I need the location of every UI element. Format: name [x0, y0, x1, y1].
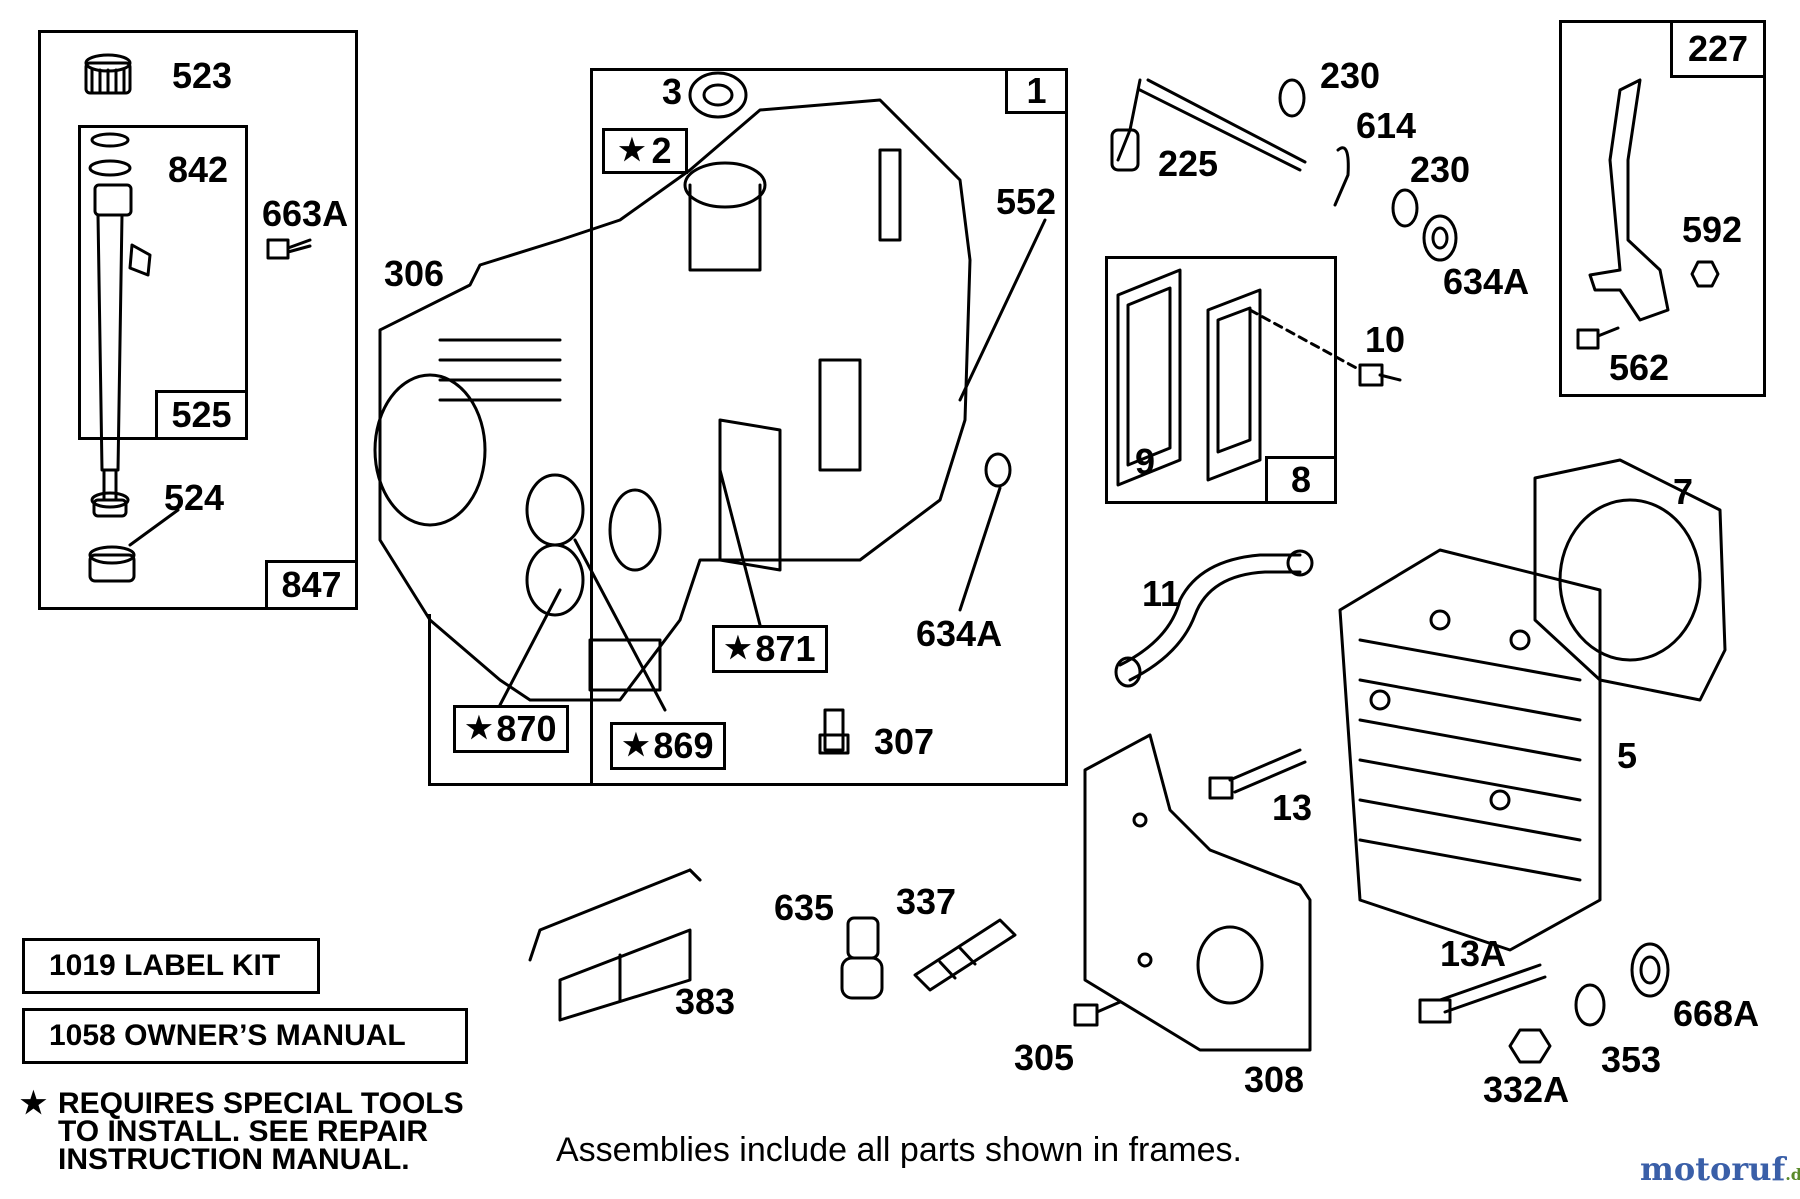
star-icon: ★ — [465, 712, 493, 745]
washer-230b — [1391, 188, 1419, 228]
star-icon: ★ — [622, 729, 650, 762]
label-225: 225 — [1158, 143, 1219, 184]
frame-1 — [590, 68, 1068, 786]
label-230-b: 230 — [1410, 149, 1471, 190]
label-524: 524 — [164, 477, 225, 518]
label-307: 307 — [874, 721, 935, 762]
label-3: 3 — [662, 71, 683, 112]
label-230-a: 230 — [1320, 55, 1381, 96]
washer-230a — [1278, 78, 1306, 118]
frame-847 — [38, 30, 358, 610]
star-icon: ★ — [724, 632, 752, 665]
head-gasket-7 — [1533, 458, 1727, 702]
washer-634A-b — [1422, 214, 1458, 262]
frame-227 — [1559, 20, 1766, 397]
requires-note-line1: REQUIRES SPECIAL TOOLS — [58, 1087, 464, 1120]
watermark-suffix: .de — [1785, 1165, 1800, 1184]
label-634A-b: 634A — [1443, 261, 1530, 302]
nut-332A — [1508, 1028, 1552, 1064]
label-13: 13 — [1272, 787, 1313, 828]
stud-13A — [1418, 963, 1547, 1024]
plug-524 — [88, 508, 180, 583]
bolt-307 — [818, 708, 850, 755]
governor-shaft-225 — [1110, 78, 1307, 172]
label-337: 337 — [896, 881, 957, 922]
star-icon: ★ — [618, 134, 646, 167]
label-842: 842 — [168, 149, 229, 190]
requires-note-line3: INSTRUCTION MANUAL. — [58, 1143, 410, 1176]
assemblies-caption: Assemblies include all parts shown in fr… — [556, 1131, 1242, 1169]
label-7: 7 — [1673, 471, 1694, 512]
label-306: 306 — [384, 253, 445, 294]
label-663A: 663A — [262, 193, 349, 234]
bolt-13 — [1208, 748, 1307, 800]
tag-871: ★871 — [712, 625, 828, 673]
tag-870: ★870 — [453, 705, 569, 753]
washer-353 — [1574, 983, 1606, 1027]
label-10: 10 — [1365, 319, 1406, 360]
label-9: 9 — [1135, 441, 1156, 482]
owners-manual-box: 1058 OWNER’S MANUAL — [22, 1008, 468, 1064]
tag-869: ★869 — [610, 722, 726, 770]
label-13A: 13A — [1440, 933, 1507, 974]
dipstick-cap-523 — [84, 53, 132, 95]
tag-847: 847 — [265, 560, 358, 610]
label-308: 308 — [1244, 1059, 1305, 1100]
label-kit-text: 1019 LABEL KIT — [49, 949, 281, 982]
washer-634A — [984, 452, 1012, 488]
label-552: 552 — [996, 181, 1057, 222]
owners-manual-text: 1058 OWNER’S MANUAL — [49, 1019, 406, 1052]
label-305: 305 — [1014, 1037, 1075, 1078]
label-kit-box: 1019 LABEL KIT — [22, 938, 320, 994]
requires-note: ★ REQUIRES SPECIAL TOOLS TO INSTALL. SEE… — [20, 1087, 464, 1176]
tag-869-label: 869 — [653, 725, 714, 766]
cylinder-head-5 — [1338, 548, 1602, 952]
label-668A: 668A — [1673, 993, 1760, 1034]
label-5: 5 — [1617, 735, 1638, 776]
breather-tube-11 — [1118, 553, 1302, 667]
tag-1: 1 — [1005, 68, 1068, 114]
tag-2: ★2 — [602, 128, 688, 174]
clip-614 — [1333, 146, 1350, 207]
tag-227: 227 — [1670, 20, 1766, 78]
label-614: 614 — [1356, 105, 1417, 146]
screw-305 — [1073, 1000, 1122, 1027]
tool-383 — [528, 868, 702, 1022]
label-353: 353 — [1601, 1039, 1662, 1080]
label-383: 383 — [675, 981, 736, 1022]
watermark-brand: motoruf — [1640, 1150, 1786, 1188]
tag-525: 525 — [155, 390, 248, 440]
label-332A: 332A — [1483, 1069, 1570, 1110]
tag-870-label: 870 — [496, 708, 557, 749]
star-icon: ★ — [20, 1087, 47, 1120]
tag-8: 8 — [1265, 456, 1337, 504]
fitting-635 — [840, 916, 884, 1000]
governor-link-227 — [1576, 78, 1720, 350]
watermark-logo: motoruf.de — [1640, 1150, 1800, 1188]
tag-2-label: 2 — [651, 130, 672, 171]
label-635: 635 — [774, 887, 835, 928]
frame-8 — [1105, 256, 1337, 504]
spacer-668A — [1630, 942, 1670, 998]
label-562: 562 — [1609, 347, 1670, 388]
screw-663A — [266, 238, 312, 260]
shield-308 — [1083, 733, 1312, 1052]
spark-plug-337 — [913, 918, 1017, 992]
label-592: 592 — [1682, 209, 1743, 250]
tag-871-label: 871 — [755, 628, 816, 669]
label-11: 11 — [1142, 573, 1181, 614]
label-634A-a: 634A — [916, 613, 1003, 654]
requires-note-line2: TO INSTALL. SEE REPAIR — [58, 1115, 429, 1148]
frame-1-lower — [428, 614, 1068, 786]
seal-3 — [688, 71, 748, 119]
breather-9-8 — [1116, 268, 1402, 487]
label-523: 523 — [172, 55, 233, 96]
dipstick-tube — [88, 132, 152, 518]
